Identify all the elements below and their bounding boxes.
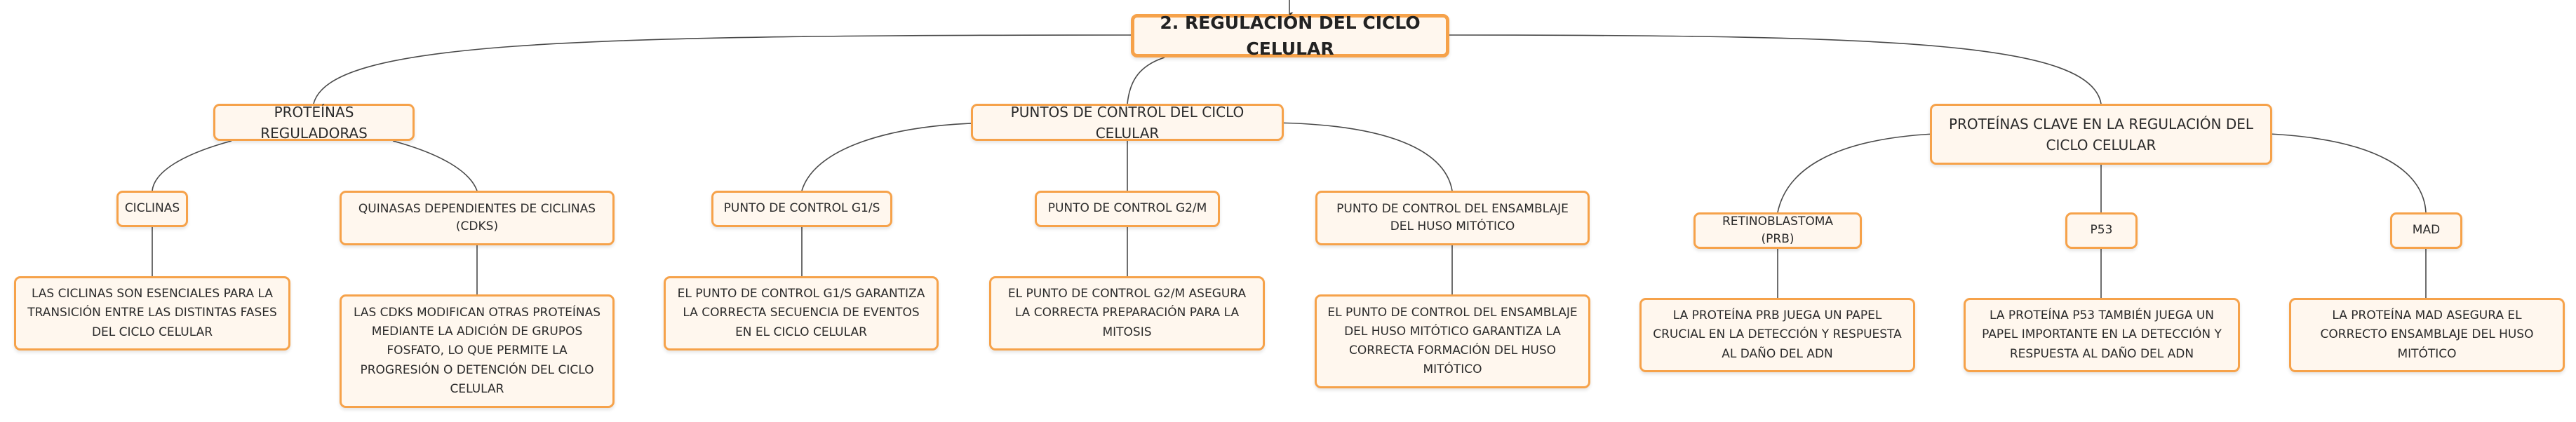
edge-reguladoras-ciclinas xyxy=(152,140,232,191)
detail-punto-g2m[interactable]: EL PUNTO DE CONTROL G2/M ASEGURA LA CORR… xyxy=(989,276,1265,350)
detail-retinoblastoma[interactable]: LA PROTEÍNA PRB JUEGA UN PAPEL CRUCIAL E… xyxy=(1639,298,1915,372)
detail-punto-g1s[interactable]: EL PUNTO DE CONTROL G1/S GARANTIZA LA CO… xyxy=(664,276,939,350)
subtopic-punto-g2m[interactable]: PUNTO DE CONTROL G2/M xyxy=(1035,191,1220,227)
subtopic-punto-huso[interactable]: PUNTO DE CONTROL DEL ENSAMBLAJE DEL HUSO… xyxy=(1315,191,1590,245)
edge-clave-prb xyxy=(1777,132,1951,213)
edge-control-g1s xyxy=(801,122,1004,191)
topic-proteinas-clave[interactable]: PROTEÍNAS CLAVE EN LA REGULACIÓN DEL CIC… xyxy=(1930,104,2272,165)
topic-proteinas-reguladoras[interactable]: PROTEÍNAS REGULADORAS xyxy=(213,104,415,142)
detail-cdks[interactable]: LAS CDKS MODIFICAN OTRAS PROTEÍNAS MEDIA… xyxy=(340,294,615,408)
subtopic-punto-g1s[interactable]: PUNTO DE CONTROL G1/S xyxy=(711,191,892,227)
edge-reguladoras-cdks xyxy=(392,140,478,191)
edge-clave-mad xyxy=(2251,132,2427,213)
root-node[interactable]: 2. REGULACIÓN DEL CICLO CELULAR xyxy=(1131,13,1449,59)
edge-root-proteinas-clave xyxy=(1449,34,2102,104)
detail-p53[interactable]: LA PROTEÍNA P53 TAMBIÉN JUEGA UN PAPEL I… xyxy=(1964,298,2240,372)
edge-root-puntos-de-control xyxy=(1127,57,1165,104)
detail-mad[interactable]: LA PROTEÍNA MAD ASEGURA EL CORRECTO ENSA… xyxy=(2289,298,2565,372)
subtopic-p53[interactable]: P53 xyxy=(2065,212,2138,249)
subtopic-retinoblastoma[interactable]: RETINOBLASTOMA (PRB) xyxy=(1693,212,1862,249)
subtopic-ciclinas[interactable]: CICLINAS xyxy=(116,191,188,227)
edge-root-proteinas-reguladoras xyxy=(313,34,1132,104)
edge-control-huso xyxy=(1262,122,1453,191)
detail-ciclinas[interactable]: LAS CICLINAS SON ESENCIALES PARA LA TRAN… xyxy=(14,276,290,350)
subtopic-mad[interactable]: MAD xyxy=(2390,212,2462,249)
detail-punto-huso[interactable]: EL PUNTO DE CONTROL DEL ENSAMBLAJE DEL H… xyxy=(1315,294,1590,388)
topic-puntos-de-control[interactable]: PUNTOS DE CONTROL DEL CICLO CELULAR xyxy=(971,104,1284,142)
subtopic-cdks[interactable]: QUINASAS DEPENDIENTES DE CICLINAS (CDKS) xyxy=(340,191,615,245)
